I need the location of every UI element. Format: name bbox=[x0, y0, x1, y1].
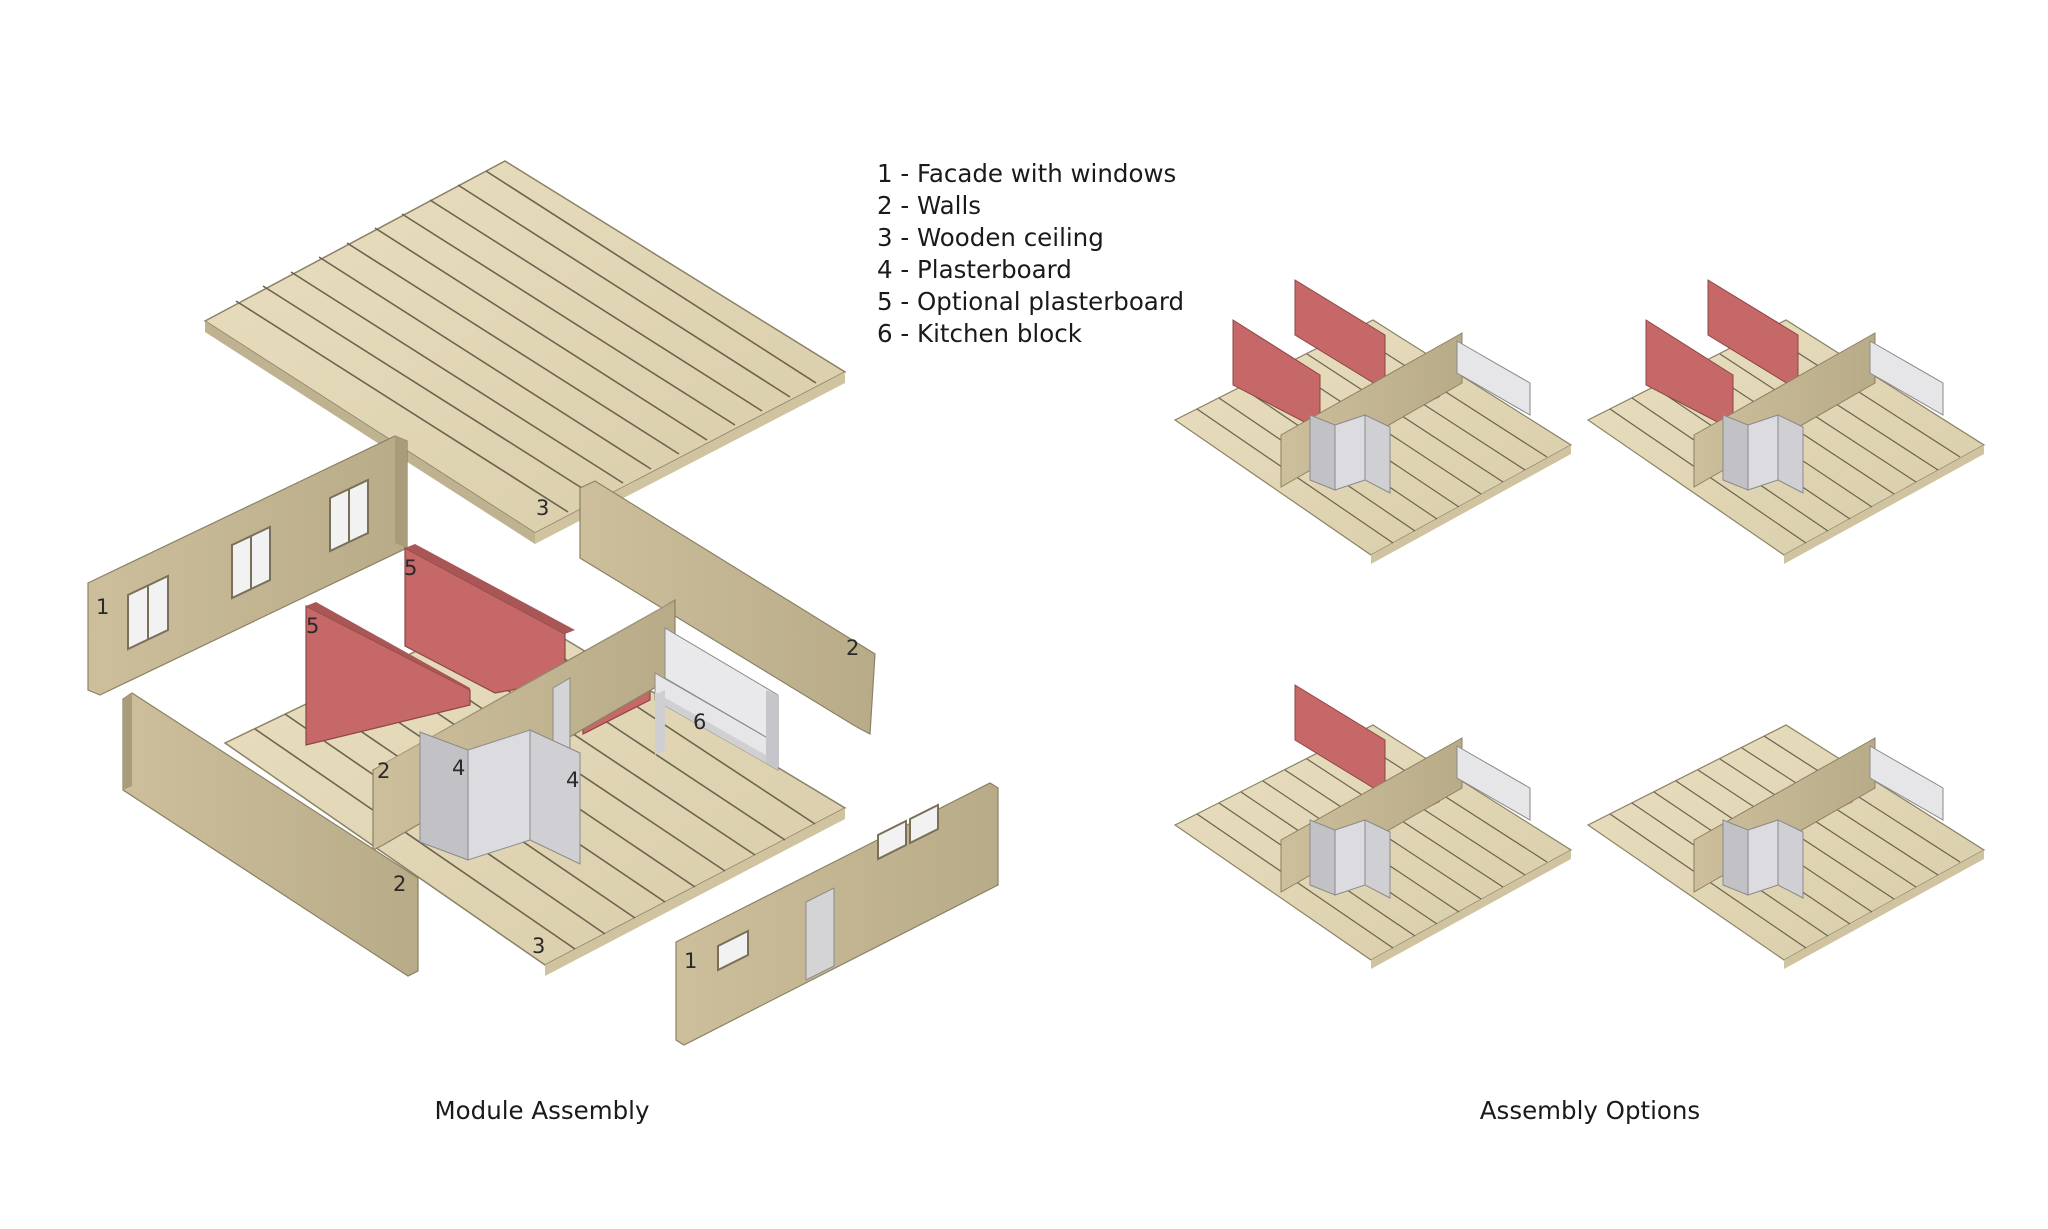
label-4-right: 4 bbox=[566, 768, 579, 792]
legend-item-plasterboard: 4 - Plasterboard bbox=[877, 255, 1072, 284]
facade-front: 1 bbox=[675, 782, 999, 1046]
legend-item-wooden-ceiling: 3 - Wooden ceiling bbox=[877, 223, 1104, 252]
option-3 bbox=[1173, 684, 1573, 969]
label-2-interior-wall: 2 bbox=[377, 759, 390, 783]
legend-item-walls: 2 - Walls bbox=[877, 191, 982, 220]
legend-item-kitchen-block: 6 - Kitchen block bbox=[877, 319, 1082, 348]
optional-plasterboard-left: 5 bbox=[305, 602, 471, 746]
label-2-right-wall: 2 bbox=[846, 636, 859, 660]
label-4-left: 4 bbox=[452, 756, 465, 780]
label-5-middle: 5 bbox=[404, 556, 417, 580]
plasterboard: 4 4 bbox=[419, 729, 581, 865]
label-5-left: 5 bbox=[306, 614, 319, 638]
wooden-ceiling: 3 bbox=[203, 160, 847, 544]
wall-front-left: 2 bbox=[122, 692, 419, 977]
caption-module-assembly: Module Assembly bbox=[434, 1096, 650, 1125]
wall-right: 2 bbox=[579, 480, 876, 735]
legend: 1 - Facade with windows 2 - Walls 3 - Wo… bbox=[877, 158, 1184, 350]
label-6-kitchen: 6 bbox=[693, 710, 706, 734]
label-3-ceiling: 3 bbox=[536, 496, 549, 520]
option-4 bbox=[1586, 724, 1986, 969]
caption-assembly-options: Assembly Options bbox=[1479, 1096, 1701, 1125]
option-1 bbox=[1173, 279, 1573, 564]
label-3-floor: 3 bbox=[532, 934, 545, 958]
legend-item-facade: 1 - Facade with windows bbox=[877, 159, 1177, 188]
label-1-front-facade: 1 bbox=[684, 949, 697, 973]
label-2-front-left: 2 bbox=[393, 872, 406, 896]
facade-back: 1 bbox=[87, 435, 408, 696]
option-2 bbox=[1586, 279, 1986, 564]
label-1-back-facade: 1 bbox=[96, 595, 109, 619]
kitchen-block: 6 bbox=[654, 627, 779, 771]
legend-item-optional-plasterboard: 5 - Optional plasterboard bbox=[877, 287, 1185, 316]
